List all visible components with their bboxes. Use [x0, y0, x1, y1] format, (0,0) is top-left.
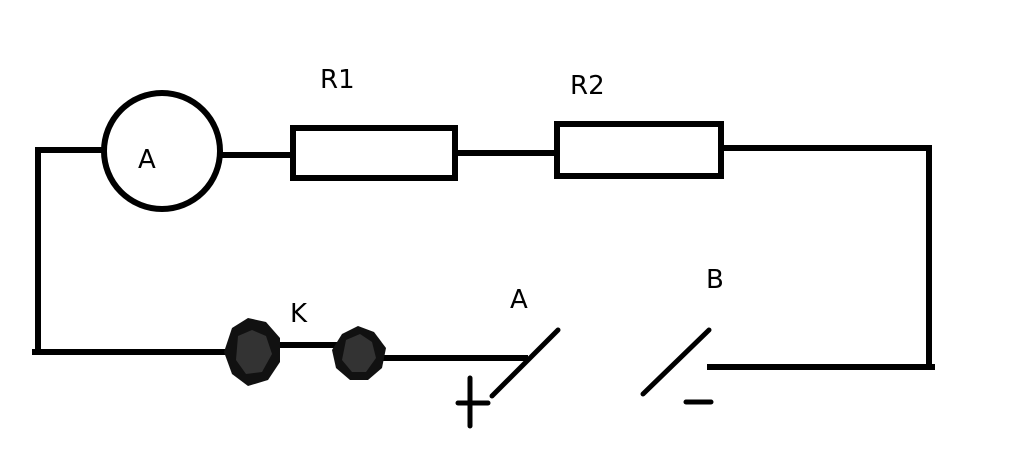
switch-contact-left — [224, 318, 280, 386]
terminal-b-plate — [640, 327, 712, 397]
terminal-a-plate — [489, 327, 561, 399]
ammeter-circle — [101, 90, 223, 212]
resistor-r1 — [290, 125, 458, 181]
switch-label: K — [290, 299, 308, 329]
ammeter-label: A — [138, 145, 156, 175]
switch-contact-right — [332, 326, 386, 380]
resistor-r2-label: R2 — [570, 71, 605, 101]
terminal-a-label: A — [510, 285, 528, 315]
resistor-r2 — [554, 121, 724, 179]
resistor-r1-label: R1 — [320, 65, 355, 95]
terminal-b-label: B — [706, 265, 724, 295]
